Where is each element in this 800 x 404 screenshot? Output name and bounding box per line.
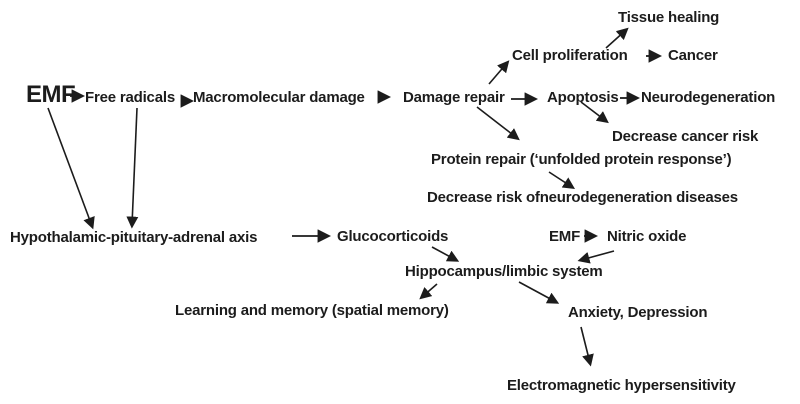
node-learning-memory: Learning and memory (spatial memory) — [175, 302, 449, 319]
arrow-damage-repair-to-protein-repair — [476, 106, 520, 141]
arrow-hippocampus-to-anxiety-depression — [518, 281, 560, 304]
node-cancer: Cancer — [668, 47, 718, 64]
node-anxiety-depression: Anxiety, Depression — [568, 304, 708, 321]
node-nitric-oxide: Nitric oxide — [607, 228, 687, 245]
arrow-emf-to-hpa-axis — [47, 107, 95, 230]
node-emf-secondary: EMF — [549, 228, 581, 245]
node-hippocampus: Hippocampus/limbic system — [405, 263, 603, 280]
node-neurodegeneration: Neurodegeneration — [641, 89, 776, 106]
node-cell-proliferation: Cell proliferation — [512, 47, 628, 64]
arrow-cell-proliferation-to-tissue-healing — [605, 27, 629, 49]
node-emf-main: EMF — [26, 81, 76, 108]
node-free-radicals: Free radicals — [85, 89, 175, 106]
node-protein-repair: Protein repair (‘unfolded protein respon… — [431, 151, 732, 168]
arrow-nitric-oxide-to-hippocampus — [577, 250, 615, 264]
arrow-free-radicals-to-hpa-axis — [126, 107, 139, 229]
node-tissue-healing: Tissue healing — [618, 9, 720, 26]
node-apoptosis: Apoptosis — [547, 89, 619, 106]
node-damage-repair: Damage repair — [403, 89, 505, 106]
node-glucocorticoids: Glucocorticoids — [337, 228, 449, 245]
node-electromagnetic-hypersensitivity: Electromagnetic hypersensitivity — [507, 377, 736, 394]
arrow-glucocorticoids-to-hippocampus — [431, 246, 460, 262]
node-decrease-cancer-risk: Decrease cancer risk — [612, 128, 759, 145]
arrow-damage-repair-to-cell-proliferation — [488, 60, 510, 85]
node-decrease-risk-neurodegeneration: Decrease risk ofneurodegeneration diseas… — [427, 189, 738, 206]
node-hpa-axis: Hypothalamic-pituitary-adrenal axis — [10, 229, 258, 246]
arrow-anxiety-depression-to-electromagnetic-hypersensitivity — [580, 326, 594, 367]
arrow-protein-repair-to-decrease-risk — [548, 171, 576, 189]
node-macromolecular-damage: Macromolecular damage — [193, 89, 365, 106]
arrow-apoptosis-to-decrease-cancer-risk — [580, 101, 609, 124]
arrow-hippocampus-to-learning-memory — [419, 283, 438, 300]
